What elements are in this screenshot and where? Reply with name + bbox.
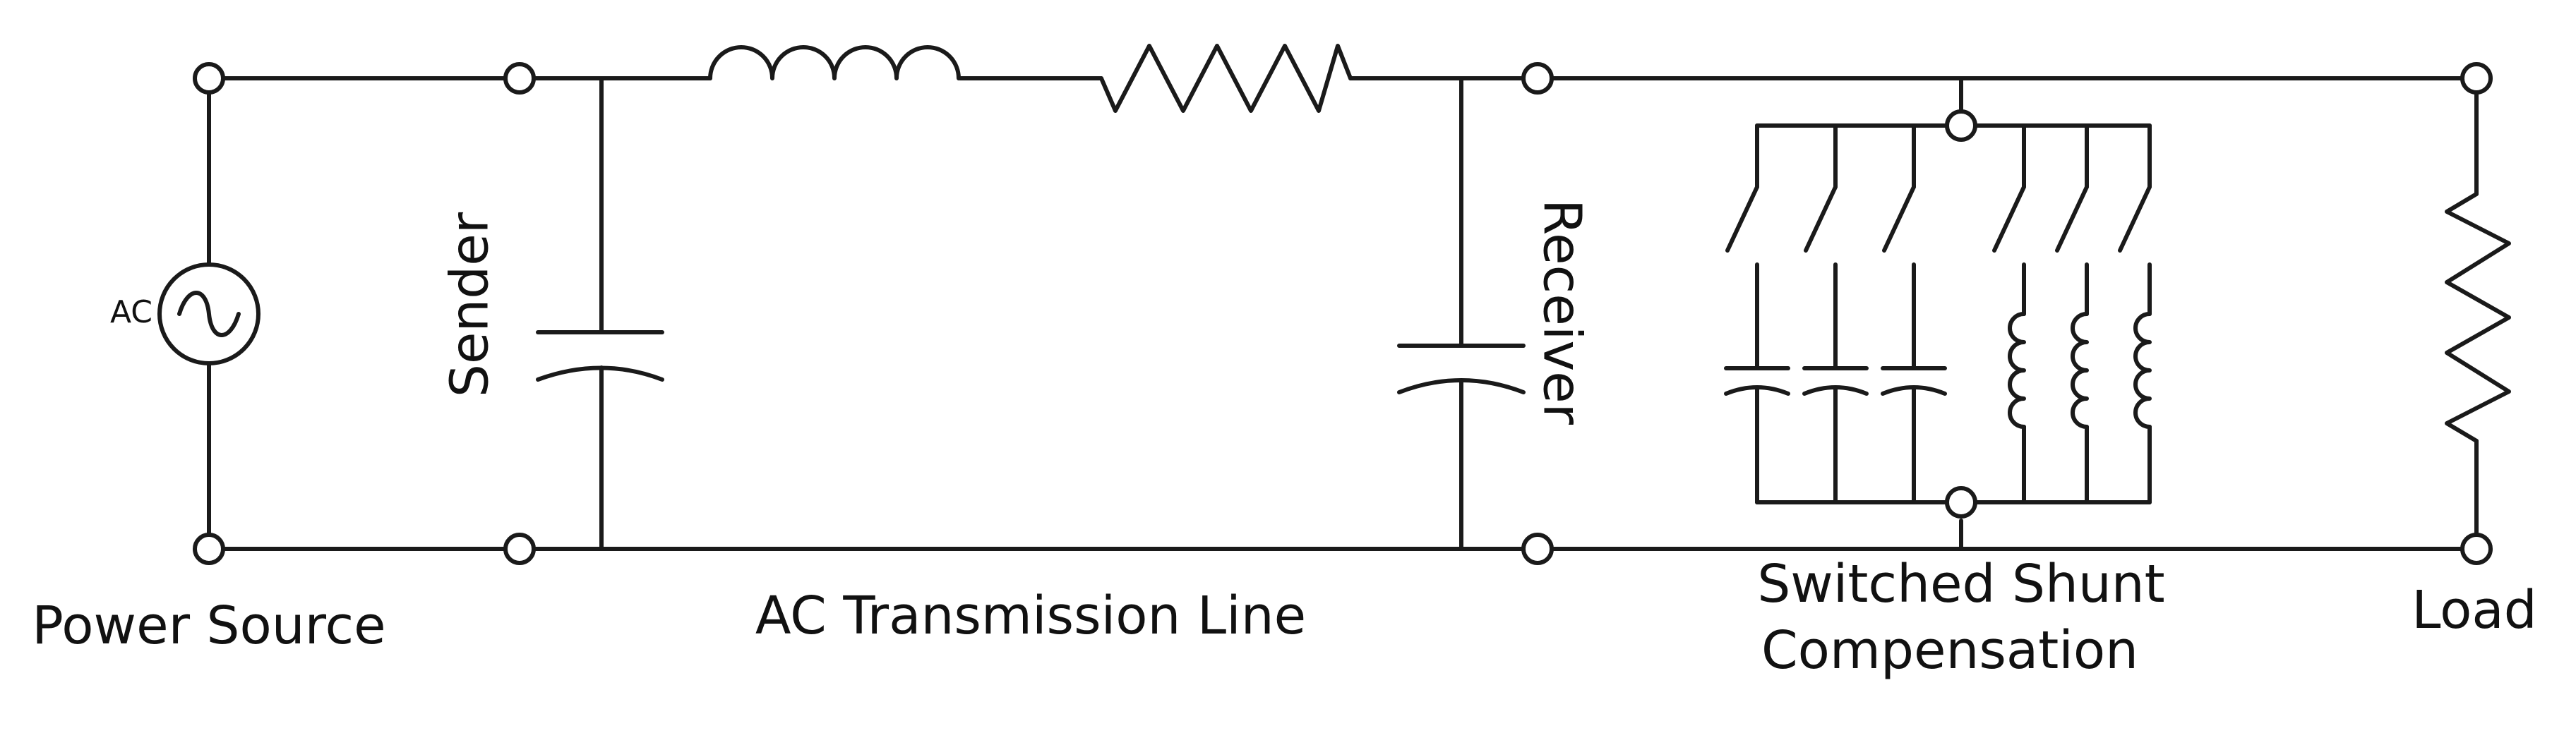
ac-label: AC — [110, 294, 152, 330]
ac-source-symbol — [157, 262, 260, 365]
inductor-branch-1 — [1992, 123, 2026, 504]
load-bottom-terminal — [2460, 533, 2493, 565]
inductor-branch-2 — [2055, 123, 2089, 504]
receiver-bottom-terminal — [1521, 533, 1554, 565]
receiver-label: Receiver — [1531, 199, 1592, 425]
compensation-bottom-junction — [1945, 486, 1977, 519]
compensation-label-line1: Switched Shunt — [1757, 554, 2164, 614]
receiver-top-terminal — [1521, 62, 1554, 95]
power-source-label: Power Source — [32, 595, 385, 656]
compensation-top-junction — [1945, 109, 1977, 142]
load-label: Load — [2412, 580, 2537, 641]
compensation-label-line2: Compensation — [1761, 620, 2138, 681]
power-source: AC — [110, 76, 260, 551]
sender-top-terminal — [503, 62, 536, 95]
capacitor-branch-1 — [1724, 123, 1790, 504]
sender-label: Sender — [440, 212, 501, 397]
series-resistor — [1099, 44, 1353, 113]
transmission-line-label: AC Transmission Line — [755, 586, 1306, 646]
inductor-branch-3 — [2118, 123, 2152, 504]
source-top-terminal — [193, 62, 225, 95]
receiver-capacitor — [1397, 76, 1526, 551]
source-bottom-terminal — [193, 533, 225, 565]
terminals — [193, 62, 2493, 565]
switched-shunt-compensation — [1724, 76, 2152, 551]
sender-capacitor — [536, 76, 664, 551]
load-top-terminal — [2460, 62, 2493, 95]
sender-bottom-terminal — [503, 533, 536, 565]
capacitor-branch-2 — [1802, 123, 1869, 504]
capacitor-branch-3 — [1881, 123, 1947, 504]
load-resistor — [2445, 76, 2511, 551]
series-inductor — [708, 45, 961, 80]
